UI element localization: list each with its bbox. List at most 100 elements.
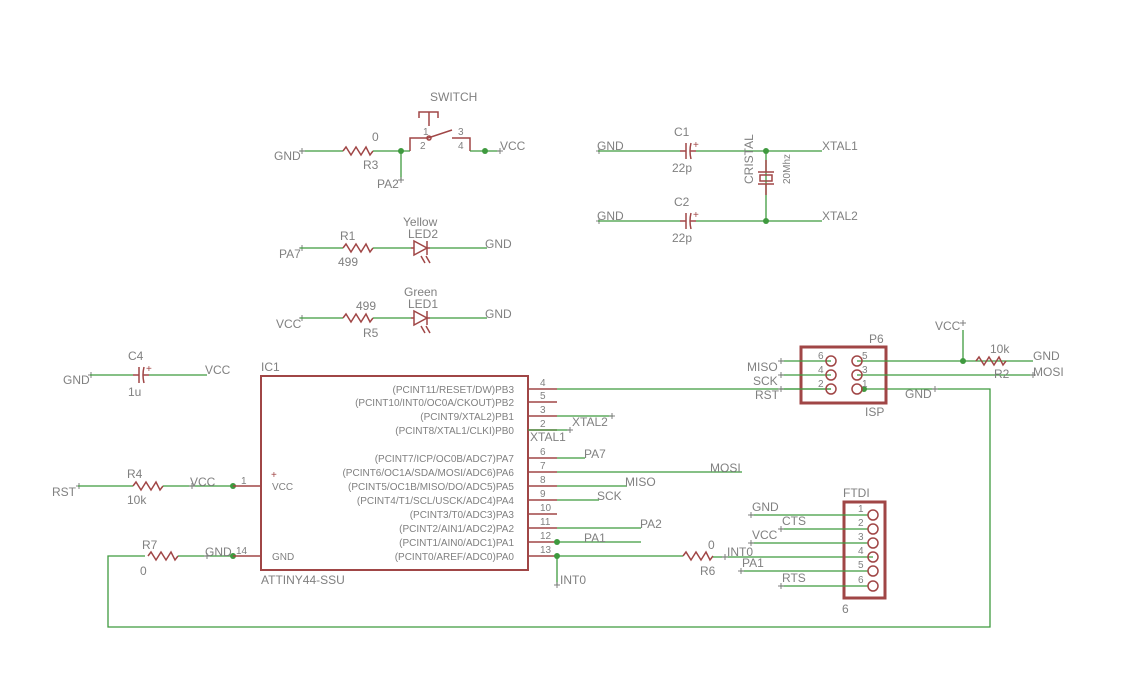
ftdi-pin (867, 537, 879, 549)
crystal-section: GND C1 22p XTAL1 GND C2 22p XTAL2 CRISTA… (595, 125, 858, 245)
ic1-pin-num: 4 (540, 378, 546, 389)
crystal-name: CRISTAL (742, 134, 756, 184)
r5-value: 499 (356, 299, 376, 313)
r4-value: 10k (127, 493, 147, 507)
r5-name: R5 (363, 326, 379, 340)
ic1-pin-gnd: GND (272, 552, 294, 563)
net-label-gnd: GND (1033, 349, 1060, 363)
ftdi-net-label: CTS (782, 514, 806, 528)
isp-header-p6: P6 ISP 6 4 2 5 3 1 MISO SCK RST MOSI GND… (747, 319, 1064, 419)
led1-icon (410, 310, 431, 334)
crystal-icon (758, 160, 774, 195)
ftdi-pin-num: 6 (858, 575, 864, 586)
svg-text:+: + (271, 470, 277, 481)
net-label-int0: INT0 (560, 573, 586, 587)
isp-pin-num: 3 (862, 365, 868, 376)
isp-pin (851, 355, 863, 367)
r1-name: R1 (340, 229, 356, 243)
switch-pin-2: 2 (420, 141, 426, 152)
net-label-xtal1: XTAL1 (530, 430, 566, 444)
r6-value: 0 (708, 538, 715, 552)
net-label-pa7: PA7 (584, 447, 606, 461)
ic1-pin-num: 5 (540, 391, 546, 402)
r4-section: RST R4 10k VCC (52, 467, 236, 507)
ic1-pin-label: (PCINT8/XTAL1/CLKI)PB0 (395, 426, 514, 437)
ic1-pin-label: (PCINT0/AREF/ADC0)PA0 (395, 552, 515, 563)
ic1-pin-num: 9 (540, 489, 546, 500)
net-label-pa2: PA2 (377, 177, 399, 191)
ftdi-pin-num: 4 (858, 546, 864, 557)
ftdi-name: FTDI (843, 486, 870, 500)
isp-pin (851, 369, 863, 381)
c4-section: GND C4 1u VCC (63, 349, 231, 399)
r7-section: R7 0 GND (107, 388, 991, 628)
ftdi-pin (867, 509, 879, 521)
net-label-gnd: GND (905, 387, 932, 401)
isp-pin (851, 383, 863, 395)
ftdi-pin (867, 551, 879, 563)
ic1-pin-label: (PCINT1/AIN0/ADC1)PA1 (399, 538, 514, 549)
net-label-int0: INT0 (727, 545, 753, 559)
net-label-rst: RST (52, 485, 77, 499)
isp-pin (825, 369, 837, 381)
led2-color: Yellow (403, 215, 438, 229)
net-label-gnd: GND (63, 373, 90, 387)
led1-color: Green (404, 285, 437, 299)
r2-name: R2 (994, 367, 1010, 381)
r6-name: R6 (700, 564, 716, 578)
ftdi-pin-num: 5 (858, 560, 864, 571)
ftdi-value: 6 (842, 602, 849, 616)
ic1-part: ATTINY44-SSU (261, 573, 345, 587)
c1-value: 22p (672, 161, 692, 175)
ic1-pin-label: (PCINT6/OC1A/SDA/MOSI/ADC6)PA6 (342, 468, 514, 479)
ftdi-pin-num: 1 (858, 504, 864, 515)
ic1-pin-vcc: VCC (272, 482, 293, 493)
r2-value: 10k (990, 342, 1010, 356)
ic1-pin-num: 6 (540, 447, 546, 458)
r3-name: R3 (363, 158, 379, 172)
switch-section: SWITCH 1 3 2 4 GND 0 R3 PA2 VCC (274, 90, 526, 191)
ic1-pin-num: 7 (540, 461, 546, 472)
net-label-xtal2: XTAL2 (572, 415, 608, 429)
net-label-mosi: MOSI (710, 461, 741, 475)
ic1-pin-num: 1 (241, 476, 247, 487)
net-label-vcc: VCC (935, 319, 961, 333)
net-label-miso: MISO (747, 360, 778, 374)
net-label-vcc: VCC (276, 317, 302, 331)
ic1-pin-num: 2 (540, 419, 546, 430)
r7-name: R7 (142, 538, 158, 552)
ic1-pin-num: 8 (540, 475, 546, 486)
r4-name: R4 (127, 467, 143, 481)
ftdi-pin (867, 580, 879, 592)
net-label-gnd: GND (597, 209, 624, 223)
ic1-pin-label: (PCINT7/ICP/OC0B/ADC7)PA7 (375, 454, 515, 465)
c4-value: 1u (128, 385, 141, 399)
net-label-xtal2: XTAL2 (822, 209, 858, 223)
r3-value: 0 (372, 130, 379, 144)
net-label-gnd: GND (205, 545, 232, 559)
r6-section: 0 R6 INT0 (682, 538, 873, 578)
ic1-pin-label: (PCINT11/RESET/DW)PB3 (393, 385, 515, 396)
net-label-miso: MISO (625, 475, 656, 489)
net-label-pa7: PA7 (279, 247, 301, 261)
led1-name: LED1 (408, 297, 438, 311)
ic1-pin-num: 13 (540, 545, 552, 556)
net-label-pa1: PA1 (584, 531, 606, 545)
ic1-pin-label: (PCINT9/XTAL2)PB1 (420, 412, 514, 423)
ic1-pin-label: (PCINT3/T0/ADC3)PA3 (410, 510, 515, 521)
switch-pin-4: 4 (458, 141, 464, 152)
c2-name: C2 (674, 195, 690, 209)
isp-pin (825, 355, 837, 367)
isp-value: ISP (865, 405, 884, 419)
c2-value: 22p (672, 231, 692, 245)
resistor-r3 (342, 146, 374, 156)
net-label-gnd: GND (274, 149, 301, 163)
ic1-pin-num: 12 (540, 531, 552, 542)
isp-pin-num: 5 (862, 351, 868, 362)
c1-name: C1 (674, 125, 690, 139)
ftdi-pin (867, 565, 879, 577)
net-label-vcc: VCC (190, 475, 216, 489)
isp-pin-num: 2 (818, 379, 824, 390)
